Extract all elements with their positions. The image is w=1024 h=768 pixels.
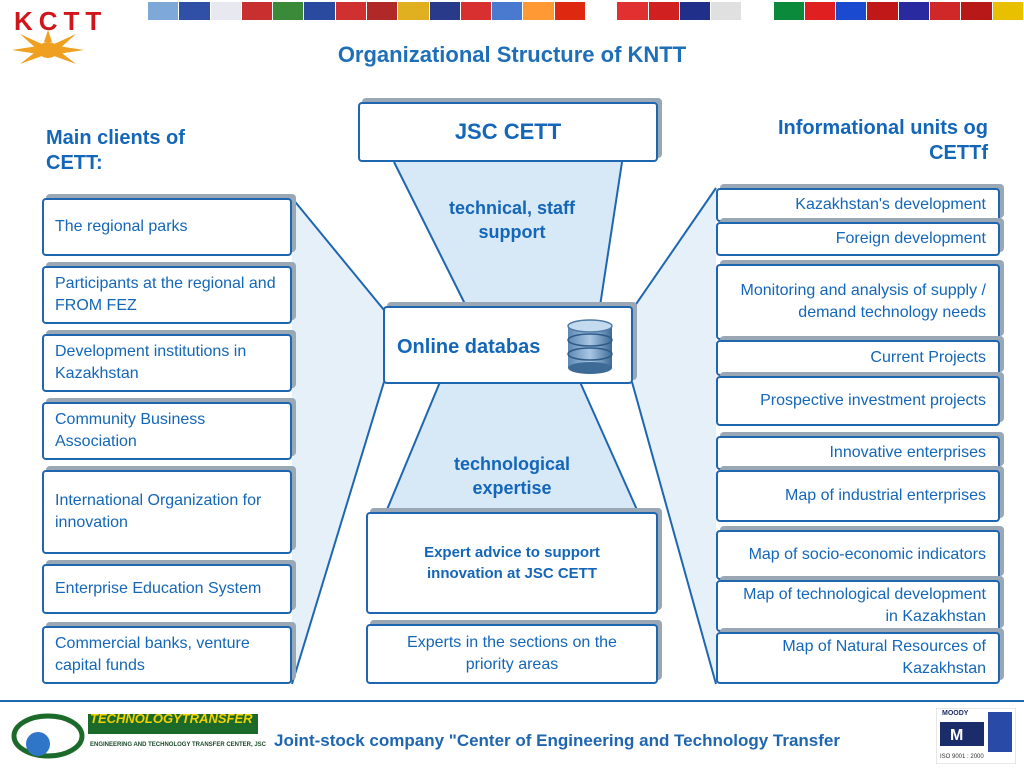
client-box: International Organization for innovatio… — [42, 470, 292, 554]
flag-0 — [148, 2, 179, 20]
flag-1 — [179, 2, 210, 20]
info-unit-label: Map of technological development in Kaza… — [743, 586, 986, 625]
flag-22 — [836, 2, 867, 20]
flag-5 — [304, 2, 335, 20]
flag-14 — [585, 2, 617, 20]
client-box: Community Business Association — [42, 402, 292, 460]
client-label: International Organization for innovatio… — [55, 492, 262, 531]
client-label: Participants at the regional and FROM FE… — [55, 275, 276, 314]
right-fan — [632, 188, 716, 684]
client-box: Development institutions in Kazakhstan — [42, 334, 292, 392]
left-fan — [292, 198, 384, 684]
left-heading: Main clients of CETT: — [46, 127, 185, 174]
client-label: Community Business Association — [55, 411, 206, 450]
svg-text:M: M — [950, 727, 963, 744]
flag-19 — [742, 2, 773, 20]
info-unit-label: Current Projects — [870, 349, 986, 366]
info-unit-box: Current Projects — [716, 340, 1000, 376]
client-box: Participants at the regional and FROM FE… — [42, 266, 292, 324]
flag-20 — [773, 2, 804, 20]
certification-logo-subtext: ISO 9001 : 2000 — [940, 754, 984, 760]
kctt-logo-text: KCTT — [14, 6, 108, 36]
client-label: The regional parks — [55, 218, 188, 235]
flag-3 — [241, 2, 273, 20]
technology-transfer-logo-subtext: ENGINEERING AND TECHNOLOGY TRANSFER CENT… — [90, 742, 267, 748]
flag-11 — [492, 2, 523, 20]
flag-24 — [898, 2, 930, 20]
info-unit-box: Monitoring and analysis of supply / dema… — [716, 264, 1000, 340]
client-label: Enterprise Education System — [55, 580, 262, 597]
flag-2 — [210, 2, 241, 20]
flag-6 — [335, 2, 366, 20]
experts-sections-label: Experts in the sections on the priority … — [407, 634, 617, 673]
technology-transfer-logo-text: TECHNOLOGYTRANSFER — [90, 711, 253, 726]
flag-25 — [930, 2, 961, 20]
client-label: Development institutions in Kazakhstan — [55, 343, 247, 382]
technology-transfer-logo-icon — [11, 713, 258, 759]
flag-16 — [648, 2, 679, 20]
flag-12 — [523, 2, 554, 20]
info-unit-label: Kazakhstan's development — [795, 196, 986, 213]
flag-18 — [711, 2, 742, 20]
page-title: Organizational Structure of KNTT — [337, 42, 687, 67]
info-unit-label: Innovative enterprises — [829, 444, 986, 461]
info-unit-box: Innovative enterprises — [716, 436, 1000, 470]
flag-17 — [679, 2, 711, 20]
info-unit-label: Map of Natural Resources of Kazakhstan — [782, 638, 986, 677]
top-funnel-label: technical, staff support — [448, 198, 576, 242]
footer-divider — [0, 700, 1024, 702]
info-unit-label: Monitoring and analysis of supply / dema… — [740, 282, 986, 321]
bottom-funnel — [386, 382, 638, 512]
expert-advice-box: Expert advice to support innovation at J… — [366, 512, 658, 614]
info-unit-box: Map of technological development in Kaza… — [716, 580, 1000, 632]
flag-23 — [867, 2, 898, 20]
info-unit-box: Map of industrial enterprises — [716, 470, 1000, 522]
info-unit-box: Foreign development — [716, 222, 1000, 256]
info-unit-label: Foreign development — [835, 230, 986, 247]
database-icon — [567, 319, 613, 374]
info-unit-box: Prospective investment projects — [716, 376, 1000, 426]
jsc-cett-box: JSC CETT — [358, 102, 658, 162]
info-unit-label: Map of industrial enterprises — [785, 487, 986, 504]
client-box: Enterprise Education System — [42, 564, 292, 614]
online-database-box: Online databas — [383, 306, 633, 384]
flag-26 — [961, 2, 992, 20]
flag-9 — [429, 2, 460, 20]
online-database-label: Online databas — [397, 336, 541, 358]
certification-logo-icon: M — [936, 708, 1016, 764]
info-unit-label: Prospective investment projects — [760, 392, 986, 409]
right-heading: Informational units og CETTf — [778, 117, 988, 164]
flag-15 — [617, 2, 648, 20]
top-funnel — [394, 162, 622, 306]
flag-21 — [804, 2, 836, 20]
sun-logo-icon — [12, 30, 84, 64]
client-label: Commercial banks, venture capital funds — [55, 635, 250, 674]
client-box: Commercial banks, venture capital funds — [42, 626, 292, 684]
certification-logo-text: MOODY — [942, 710, 969, 717]
flag-13 — [554, 2, 585, 20]
flag-7 — [366, 2, 398, 20]
expert-advice-label: Expert advice to support innovation at J… — [424, 544, 600, 582]
info-unit-box: Kazakhstan's development — [716, 188, 1000, 222]
bottom-funnel-label: technological expertise — [453, 454, 570, 498]
info-unit-box: Map of Natural Resources of Kazakhstan — [716, 632, 1000, 684]
flag-strip — [148, 2, 1024, 20]
experts-sections-box: Experts in the sections on the priority … — [366, 624, 658, 684]
info-unit-label: Map of socio-economic indicators — [748, 546, 986, 563]
flag-8 — [398, 2, 429, 20]
footer-company-text: Joint-stock company "Center of Engineeri… — [274, 731, 840, 750]
flag-4 — [273, 2, 304, 20]
flag-10 — [460, 2, 492, 20]
flag-27 — [992, 2, 1023, 20]
jsc-cett-label: JSC CETT — [454, 119, 562, 144]
info-unit-box: Map of socio-economic indicators — [716, 530, 1000, 580]
client-box: The regional parks — [42, 198, 292, 256]
